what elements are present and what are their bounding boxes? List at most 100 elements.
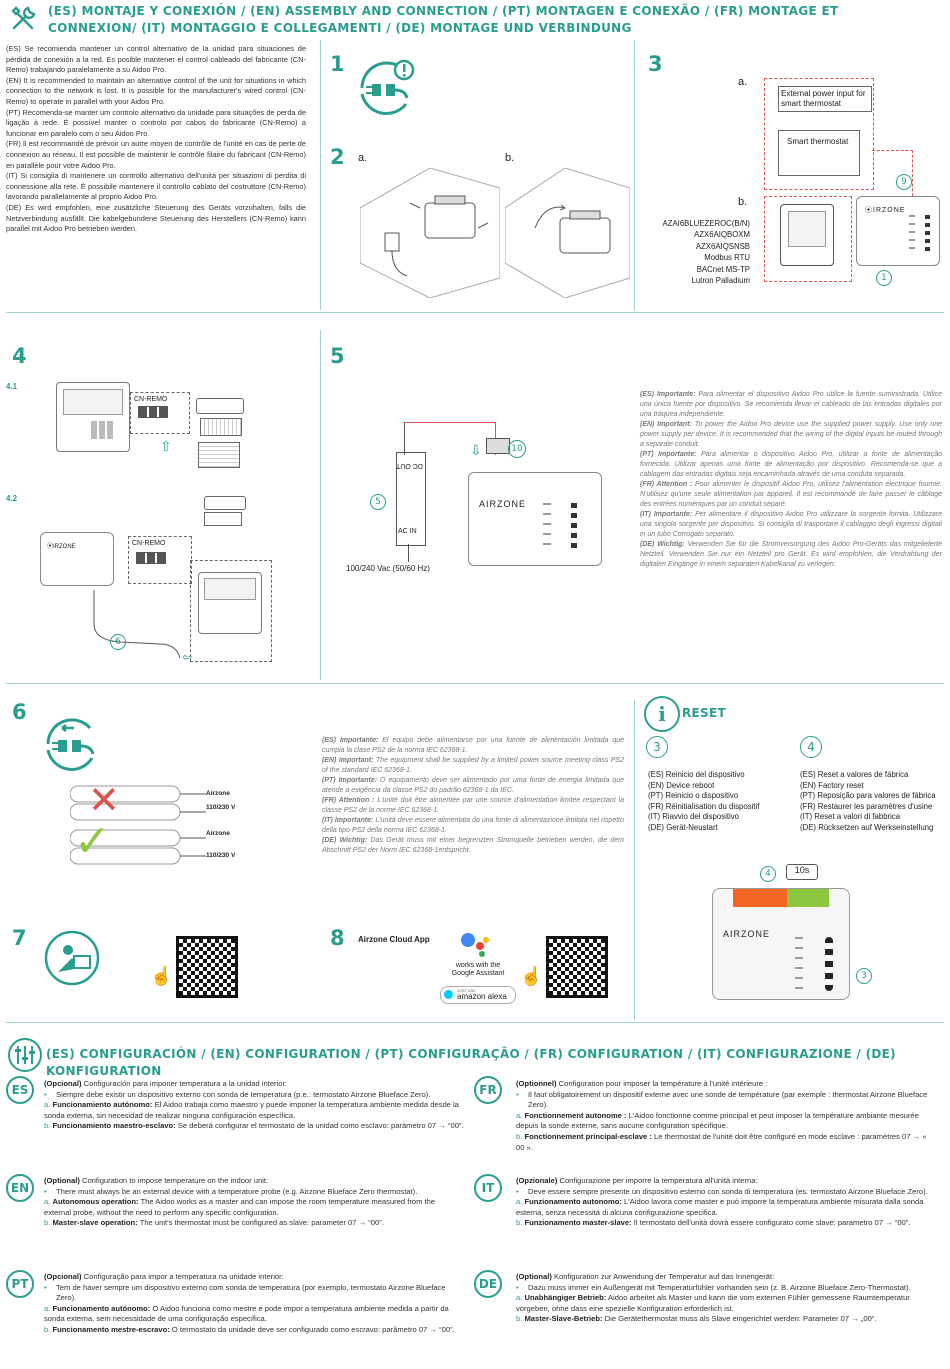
voltage-cable-label-1: 110/230 V [206,804,236,811]
alexa-line1: JUST ASK [457,988,476,993]
arrow-up-icon: ⇧ [160,438,172,454]
reboot-item: (PT) Reinicio o dispositivo [648,791,739,801]
config-es-b-label: Funcionamiento maestro-esclavo: [52,1121,176,1131]
step-4-number: 4 [12,344,27,368]
aidoo-device-4: ⦿IRZONE [40,532,114,586]
config-fr-b: Le thermostat de l'unité doit être confi… [516,1131,927,1152]
config-en-head: Configuration to impose temperature on t… [79,1176,269,1185]
thermostat-frame [764,196,852,282]
config-it: (Opzionale) Configurazione per imporre l… [516,1176,928,1228]
note6-it-label: (IT) Importante: [322,817,374,824]
config-de-a: Aidoo arbeitet als Master und kann die v… [516,1293,910,1313]
note-de-label: (DE) Wichtig: [640,541,685,548]
qr-code-manual[interactable] [176,936,238,998]
intro-text: (ES) Se recomienda mantener un control a… [6,44,306,235]
tap-hand-icon-2: ☝ [520,966,543,986]
check-icon: ✓ [74,817,111,866]
step-6-number: 6 [12,700,27,724]
lang-badge-pt: PT [6,1270,34,1298]
config-pt-head: Configuração para impor a temperatura na… [81,1272,284,1281]
config-pt-bullet: Tem de haver sempre um dispositivo exter… [56,1282,446,1303]
model-item: AZAI6BLUEZEROC(B/N) [662,219,750,228]
note-de: Verwenden Sie für die Stromversorgung de… [640,541,942,568]
aidoo-device-5: AIRZONE [468,472,602,566]
qr-code-app[interactable] [546,936,608,998]
alexa-badge: JUST ASK amazon alexa [440,986,516,1004]
step-7-number: 7 [12,926,27,950]
note-fr-label: (FR) Attention : [640,481,693,488]
config-title: (ES) CONFIGURACIÓN / (EN) CONFIGURATION … [46,1047,896,1078]
cnremo-connector-2 [136,552,166,564]
aidoo-device-3: ⦿IRZONE [856,196,940,266]
config-pt-a-label: Funcionamento autónomo: [52,1303,151,1313]
airzone-logo-5: AIRZONE [479,499,527,509]
note6-en-label: (EN) Important: [322,757,374,764]
ac-ducted-unit [200,418,242,436]
config-pt-head-b: (Opcional) [44,1272,82,1281]
ac-in-label: AC IN [398,528,417,535]
step-4-1-label: 4.1 [6,382,18,391]
model-item: Lutron Palladium [691,276,750,286]
note6-pt: O equipamento deve ser alimentado por um… [322,777,624,794]
cnremo-label-2: CN-REMO [132,540,166,547]
note6-de: Das Gerät muss mit einer begrenzten Stro… [322,837,624,854]
intro-it: (IT) Si consiglia di mantenere un contro… [6,171,306,202]
terminal-block [486,438,510,454]
cnremo-label-1: CN-REMO [134,396,168,403]
ac-split-unit-2 [204,496,246,510]
cross-icon: ✕ [88,780,120,822]
airzone-logo: ⦿IRZONE [865,207,906,214]
config-pt: (Opcional) Configuração para impor a tem… [44,1272,455,1334]
config-fr-a-label: Fonctionnement autonome : [524,1110,627,1120]
config-pt-b-label: Funcionamento mestre-escravo: [52,1324,170,1334]
unplug-warning-icon [358,58,416,116]
ac-cassette-unit [198,442,240,468]
config-en-a-label: Autonomous operation: [52,1197,139,1207]
note-en-label: (EN) Important: [640,421,692,428]
note-es-label: (ES) Importante: [640,391,696,398]
reboot-item: (ES) Reinicio del dispositivo [648,770,745,779]
config-it-bullet: Deve essere sempre presente un dispositi… [528,1186,928,1196]
note-pt: Para alimentar o dispositivo Aidoo Pro, … [640,451,942,478]
note-fr: Pour alimenter le dispositif Aidoo Pro, … [640,481,942,508]
step-4-2-label: 4.2 [6,494,18,503]
cloud-app-label: Airzone Cloud App [358,935,430,944]
config-it-a: L'Aidoo lavora come master e può imporre… [516,1197,924,1217]
config-fr-head-b: (Optionnel) [516,1079,557,1088]
reset-title: RESET [682,706,726,720]
badge-reset-3: 3 [646,736,668,758]
step-1-number: 1 [330,52,345,76]
thermostat-device [780,204,834,266]
config-fr-head: Configuration pour imposer la températur… [556,1079,768,1088]
note-it-label: (IT) Importante: [640,511,693,518]
config-en-b-label: Master-slave operation: [52,1218,138,1228]
config-de-b: Die Gerätethermostat muss als Slave eing… [602,1314,877,1324]
note6-fr: L'unité doit être alimentée par une sour… [322,797,624,814]
config-pt-b: O termostato da unidade deve ser configu… [169,1324,455,1334]
intro-de: (DE) Es wird empfohlen, eine zusätzliche… [6,202,306,234]
unplug-icon [44,716,100,772]
config-de-b-label: Master-Slave-Betrieb: [524,1314,603,1324]
config-es-head-b: (Opcional) [44,1079,82,1088]
config-it-b: Il termostato dell'unità dovrà essere co… [631,1218,911,1228]
timer-label: 10s [786,864,818,880]
step-3b-label: b. [738,196,748,208]
config-pt-a: O Aidoo funciona como mestre e pode impo… [44,1303,449,1324]
smart-thermostat-box: Smart thermostat [778,130,860,176]
wall-mount-illustration-b [504,167,631,299]
config-en-a: The Aidoo works as a master and can impo… [44,1197,436,1217]
factory-item: (FR) Restaurer les paramètres d'usine [800,801,933,811]
airzone-logo-reset: AIRZONE [723,929,771,939]
reboot-item: (FR) Réinitialisation du dispositif [648,801,760,811]
wire-red [872,150,913,201]
external-power-label: External power input for smart thermosta… [778,86,872,112]
dc-out-label: DC OUT [396,462,423,469]
note-es: Para alimentar el dispositivo Aidoo Pro … [640,391,942,418]
lang-badge-fr: FR [474,1076,502,1104]
model-item: AZX6AIQSNSB [695,241,750,251]
arrow-left-icon: ⇦ [182,650,193,664]
step-8-number: 8 [330,926,345,950]
intro-es: (ES) Se recomienda mantener un control a… [6,44,306,75]
alexa-line2: amazon alexa [457,992,507,1001]
google-assistant-text: works with the Google Assistant [448,962,508,978]
